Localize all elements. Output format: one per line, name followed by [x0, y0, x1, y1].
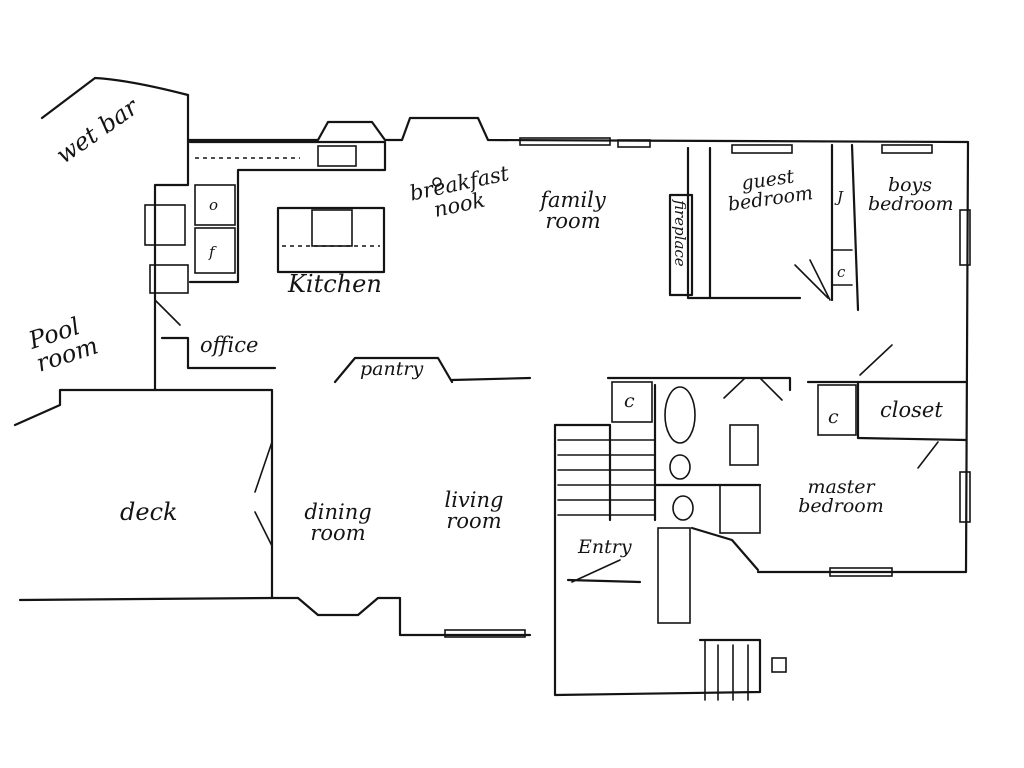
- entry-label: Entry: [578, 536, 632, 558]
- windows: [444, 137, 971, 638]
- boys-closet-c-label: c: [837, 263, 846, 281]
- boys-bedroom-label: boys bedroom: [868, 174, 954, 215]
- living-room-label: living room: [444, 488, 504, 533]
- deck-doors: [254, 441, 273, 547]
- fireplace-label: fireplace: [671, 200, 689, 267]
- master-closet-c-label: c: [828, 406, 839, 428]
- closet-label: closet: [880, 398, 943, 422]
- deck-label: deck: [120, 498, 178, 526]
- dining-room-label: dining room: [304, 500, 372, 545]
- kitchen-walls: [144, 140, 442, 294]
- stairs: [553, 383, 787, 701]
- family-room-label: family room: [540, 188, 606, 233]
- bedroom-walls: [668, 143, 971, 312]
- office-walls: [154, 299, 277, 370]
- office-label: office: [200, 333, 259, 357]
- closet-c-label: c: [624, 390, 635, 412]
- bathrooms: [606, 376, 792, 624]
- closet-j-label: J: [837, 188, 844, 206]
- kitchen-label: Kitchen: [288, 270, 382, 298]
- master-bedroom-label: master bedroom: [798, 476, 884, 517]
- master-closet: [806, 344, 968, 469]
- pantry-shape: [333, 356, 532, 384]
- appliance-o-label: o: [209, 196, 219, 214]
- pantry-label: pantry: [360, 358, 424, 380]
- appliance-f-label: f: [209, 243, 215, 261]
- outer-walls: [13, 76, 970, 697]
